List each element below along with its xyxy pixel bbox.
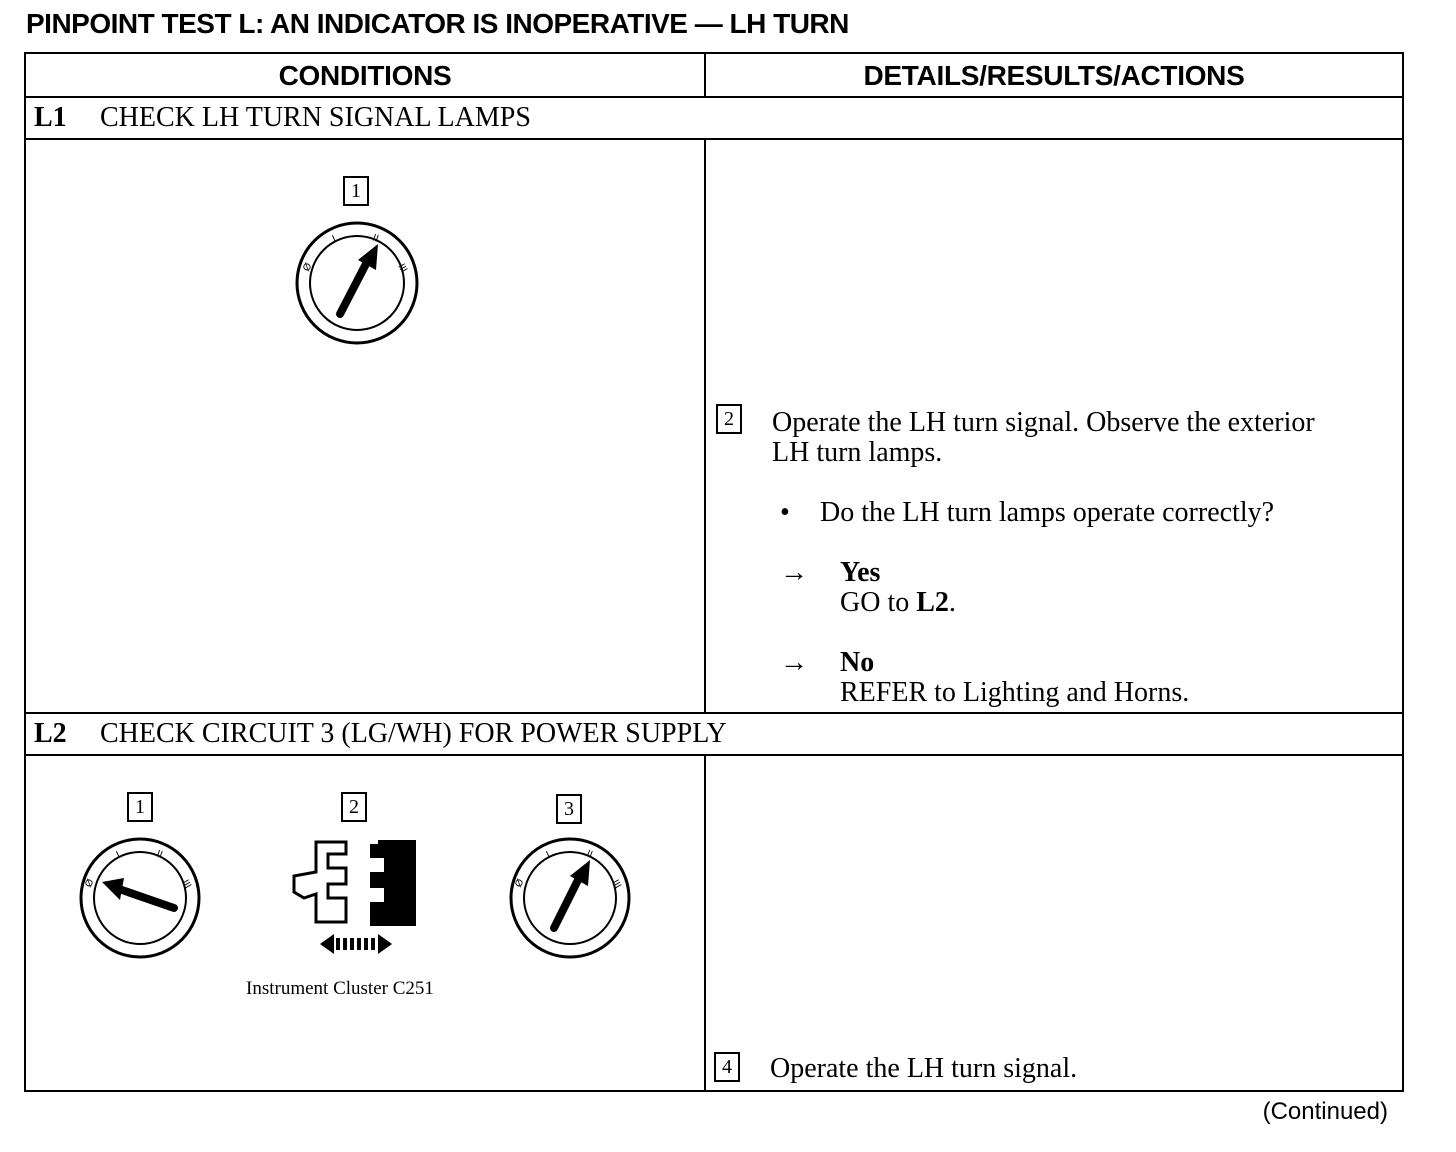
arrow-right-icon: → [780,647,808,678]
result-text: REFER to Lighting and Horns. [840,677,1190,708]
action-text: Operate the LH turn signal. [770,1053,1078,1084]
svg-text:I: I [545,850,552,861]
figure-number: 1 [127,792,153,822]
result-label: Yes [840,557,881,588]
arrow-right-icon: → [780,557,808,588]
result-text: GO to L2. [840,587,956,618]
ignition-switch-run-icon: Ø I II III [509,837,631,959]
step-l2-header: L2 CHECK CIRCUIT 3 (LG/WH) FOR POWER SUP… [26,714,1402,756]
ignition-switch-run-icon: Ø I II III [295,221,419,345]
svg-text:I: I [115,850,122,861]
bullet-icon: • [780,497,790,528]
column-divider [704,756,706,1090]
question-text: Do the LH turn lamps operate correctly? [820,497,1275,528]
connector-disconnect-icon [292,840,416,954]
figure-number: 2 [341,792,367,822]
result-label: No [840,647,875,678]
figure-number: 1 [343,176,369,206]
step-number: 2 [716,404,742,434]
action-text: Operate the LH turn signal. Observe the … [772,407,1315,438]
step-l1-header: L1 CHECK LH TURN SIGNAL LAMPS [26,98,1402,140]
continued-label: (Continued) [1262,1098,1388,1125]
details-header: DETAILS/RESULTS/ACTIONS [706,54,1402,98]
page-title: PINPOINT TEST L: AN INDICATOR IS INOPERA… [26,8,849,39]
svg-text:II: II [155,848,164,860]
step-title: CHECK CIRCUIT 3 (LG/WH) FOR POWER SUPPLY [100,718,727,749]
ignition-switch-off-icon: Ø I II III [79,837,201,959]
step-id: L2 [34,718,67,749]
step-title: CHECK LH TURN SIGNAL LAMPS [100,102,531,133]
svg-text:II: II [585,848,594,860]
connector-caption: Instrument Cluster C251 [246,978,434,999]
figure-number: 3 [556,794,582,824]
column-divider [704,140,706,714]
step-number: 4 [714,1052,740,1082]
pinpoint-table: CONDITIONS DETAILS/RESULTS/ACTIONS L1 CH… [24,52,1404,1092]
result-link-step: L2 [916,587,949,618]
conditions-header: CONDITIONS [26,54,706,98]
row-divider [26,712,1402,714]
action-text: LH turn lamps. [772,437,943,468]
svg-text:I: I [331,234,338,245]
svg-text:II: II [371,232,380,244]
step-id: L1 [34,102,67,133]
